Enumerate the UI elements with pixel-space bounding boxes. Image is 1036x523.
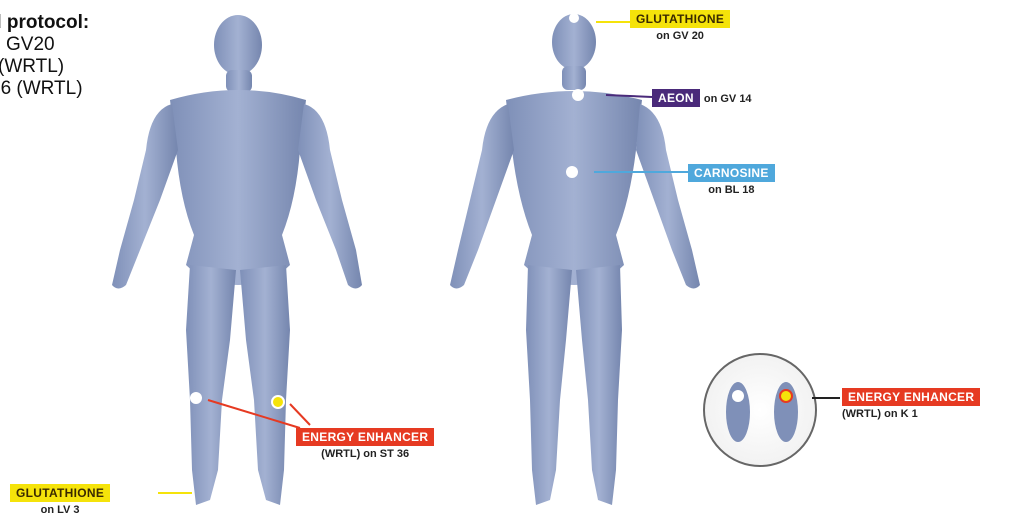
point-st36-right (272, 396, 284, 408)
tag-location: on GV 20 (630, 30, 730, 42)
tag-location: (WRTL) on K 1 (842, 408, 980, 420)
back-body-figure (450, 14, 700, 505)
tag-energy-enhancer: ENERGY ENHANCER (842, 388, 980, 406)
point-gv20 (569, 13, 579, 23)
tag-location: on BL 18 (688, 184, 775, 196)
label-energy-k1: ENERGY ENHANCER (WRTL) on K 1 (842, 388, 980, 420)
tag-aeon: AEON (652, 89, 700, 107)
label-energy-st36: ENERGY ENHANCER (WRTL) on ST 36 (296, 428, 434, 460)
point-gv14 (572, 89, 584, 101)
leader-st36-a (208, 400, 300, 428)
tag-location: on LV 3 (10, 504, 110, 516)
leader-st36-b (290, 404, 310, 425)
label-glutathione-gv20: GLUTATHIONE on GV 20 (630, 10, 730, 42)
point-bl18 (566, 166, 578, 178)
point-st36-left (190, 392, 202, 404)
label-carnosine-bl18: CARNOSINE on BL 18 (688, 164, 775, 196)
tag-carnosine: CARNOSINE (688, 164, 775, 182)
tag-location: on GV 14 (704, 93, 752, 105)
tag-location: (WRTL) on ST 36 (296, 448, 434, 460)
tag-glutathione: GLUTATHIONE (630, 10, 730, 28)
label-aeon-gv14: AEON on GV 14 (652, 89, 752, 107)
tag-glutathione: GLUTATHIONE (10, 484, 110, 502)
feet-inset (704, 354, 816, 466)
label-glutathione-lv3: GLUTATHIONE on LV 3 (10, 484, 110, 516)
tag-energy-enhancer: ENERGY ENHANCER (296, 428, 434, 446)
